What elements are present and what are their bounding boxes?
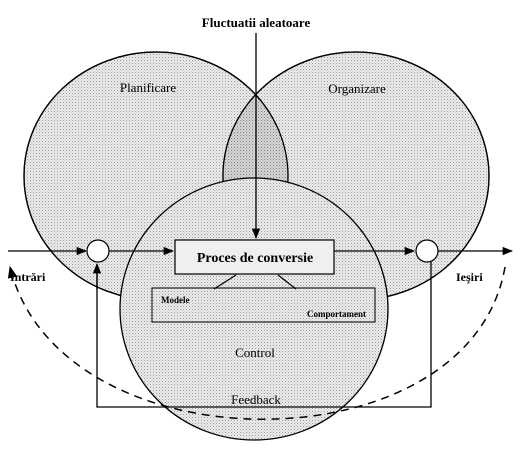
process-box bbox=[174, 239, 335, 275]
feedback-label: Feedback bbox=[231, 392, 281, 407]
inputs-label: Intrări bbox=[10, 270, 46, 284]
outer-feedback-dashed bbox=[7, 265, 506, 420]
process-label: Proces de conversie bbox=[197, 251, 313, 266]
control-label: Control bbox=[235, 345, 275, 360]
planificare-label: Planificare bbox=[120, 80, 177, 95]
input-junction bbox=[86, 239, 110, 263]
fluctuations-label: Fluctuatii aleatoare bbox=[202, 15, 311, 30]
outputs-label: Ieşiri bbox=[456, 270, 483, 284]
models-label: Modele bbox=[161, 295, 190, 305]
feedback-loop bbox=[96, 262, 432, 408]
organizare-label: Organizare bbox=[328, 81, 386, 96]
models-behaviour-box bbox=[151, 287, 376, 323]
behaviour-label: Comportament bbox=[307, 309, 366, 319]
output-junction bbox=[415, 239, 439, 263]
